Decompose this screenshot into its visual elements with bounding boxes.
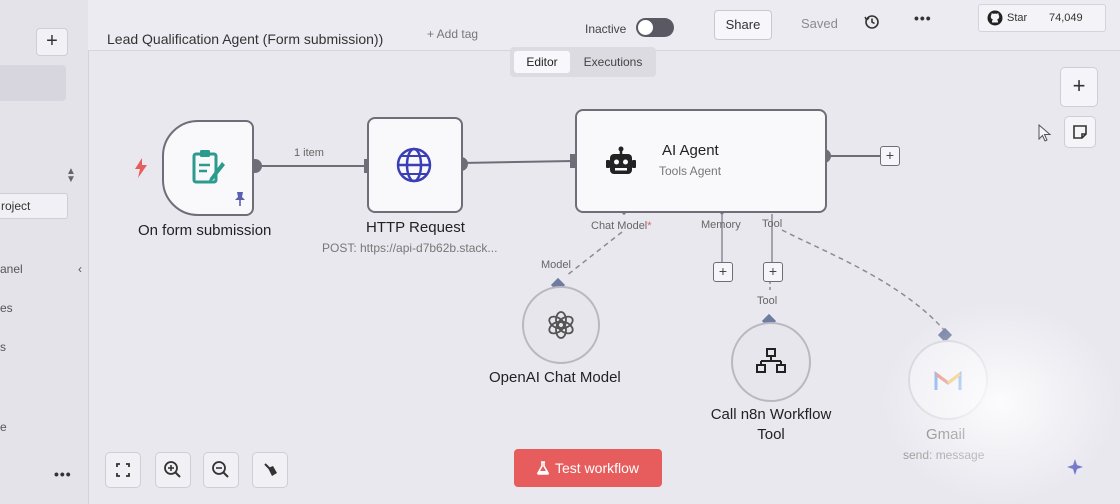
connection-model[interactable] — [565, 231, 623, 277]
node-http-request[interactable] — [367, 117, 463, 213]
openai-icon — [548, 311, 574, 339]
add-node-button[interactable]: + — [1060, 67, 1098, 107]
zoom-in-icon — [164, 461, 181, 478]
globe-icon — [396, 147, 432, 183]
http-node-subtitle: POST: https://api-d7b62b.stack... — [322, 241, 498, 255]
flask-icon — [537, 461, 549, 475]
editor-tabs: Editor Executions — [510, 47, 656, 77]
collapse-chevron-icon[interactable]: ‹ — [78, 262, 82, 276]
add-memory-button[interactable]: + — [713, 262, 733, 282]
add-next-node-button[interactable]: + — [880, 146, 900, 166]
test-workflow-button[interactable]: Test workflow — [514, 449, 662, 487]
zoom-out-button[interactable] — [203, 452, 239, 488]
chevron-updown-icon[interactable]: ▲▼ — [66, 166, 76, 185]
http-node-label: HTTP Request — [366, 219, 465, 236]
workflow-title[interactable]: Lead Qualification Agent (Form submissio… — [107, 31, 384, 47]
sidebar-item-panel[interactable]: anel — [0, 262, 23, 276]
fit-view-icon — [116, 463, 130, 477]
broom-icon — [264, 463, 277, 476]
node-openai-chat-model[interactable] — [522, 286, 600, 364]
test-workflow-label: Test workflow — [554, 460, 640, 476]
tidy-up-button[interactable] — [252, 452, 288, 488]
node-call-workflow-tool[interactable] — [731, 322, 811, 402]
memory-port-label: Memory — [701, 219, 741, 231]
history-icon[interactable] — [864, 14, 880, 30]
status-label: Inactive — [585, 22, 627, 36]
zoom-in-button[interactable] — [155, 452, 191, 488]
lightning-icon — [135, 158, 147, 178]
tool-input-label: Tool — [757, 295, 778, 307]
sticky-note-button[interactable] — [1064, 116, 1096, 148]
agent-input-port[interactable] — [570, 154, 577, 168]
connection-item-count: 1 item — [294, 147, 324, 159]
workflow-tool-label-2: Tool — [757, 426, 785, 443]
model-input-label: Model — [541, 259, 571, 271]
sitemap-icon — [756, 348, 786, 373]
add-tool-button[interactable]: + — [763, 262, 783, 282]
node-on-form-submission[interactable] — [162, 120, 254, 216]
chat-model-port-label: Chat Model* — [591, 220, 652, 232]
github-star-button[interactable]: Star 74,049 — [978, 4, 1106, 32]
gmail-node-label: Gmail — [926, 426, 966, 443]
gmail-node-subtitle: send: message — [903, 448, 985, 462]
left-sidebar: + ▲▼ roject anel ‹ es s e ••• — [0, 0, 89, 504]
agent-node-title: AI Agent — [662, 142, 719, 159]
sidebar-item-es[interactable]: es — [0, 301, 13, 315]
toggle-knob — [638, 20, 653, 35]
connection-gmail-tool[interactable] — [781, 229, 945, 331]
top-header: Lead Qualification Agent (Form submissio… — [88, 0, 1120, 51]
sidebar-item-s[interactable]: s — [0, 340, 6, 354]
github-star-label: Star — [1007, 12, 1028, 24]
saved-status: Saved — [801, 16, 838, 31]
sticky-note-icon — [1073, 125, 1087, 139]
more-options-button[interactable]: ••• — [914, 10, 932, 26]
workflow-tool-label-1: Call n8n Workflow — [710, 406, 832, 423]
gmail-icon — [934, 371, 962, 390]
sidebar-highlighted-item[interactable] — [0, 65, 66, 101]
active-toggle[interactable] — [636, 18, 674, 37]
share-button[interactable]: Share — [714, 10, 772, 40]
github-star-count: 74,049 — [1049, 12, 1083, 24]
sidebar-item-e[interactable]: e — [0, 420, 7, 434]
form-icon — [192, 150, 225, 184]
tab-editor[interactable]: Editor — [514, 51, 570, 73]
add-button[interactable]: + — [36, 28, 68, 56]
sidebar-item-project[interactable]: roject — [0, 193, 68, 219]
agent-node-subtitle: Tools Agent — [659, 164, 722, 178]
sparkle-icon[interactable] — [1066, 458, 1084, 476]
tool-port-label: Tool — [762, 218, 783, 230]
openai-node-label: OpenAI Chat Model — [489, 369, 621, 386]
cursor-icon — [1038, 124, 1052, 142]
robot-icon — [606, 146, 636, 174]
sidebar-more-button[interactable]: ••• — [54, 466, 72, 482]
trigger-node-label: On form submission — [138, 222, 272, 239]
add-tag-link[interactable]: + Add tag — [427, 27, 479, 41]
fit-view-button[interactable] — [105, 452, 141, 488]
github-icon — [987, 10, 1003, 26]
tab-executions[interactable]: Executions — [583, 55, 643, 69]
connection-http-agent[interactable] — [460, 160, 574, 164]
node-ai-agent[interactable] — [575, 109, 827, 213]
zoom-out-icon — [212, 461, 229, 478]
pin-icon — [235, 192, 245, 206]
node-gmail[interactable] — [908, 340, 988, 420]
